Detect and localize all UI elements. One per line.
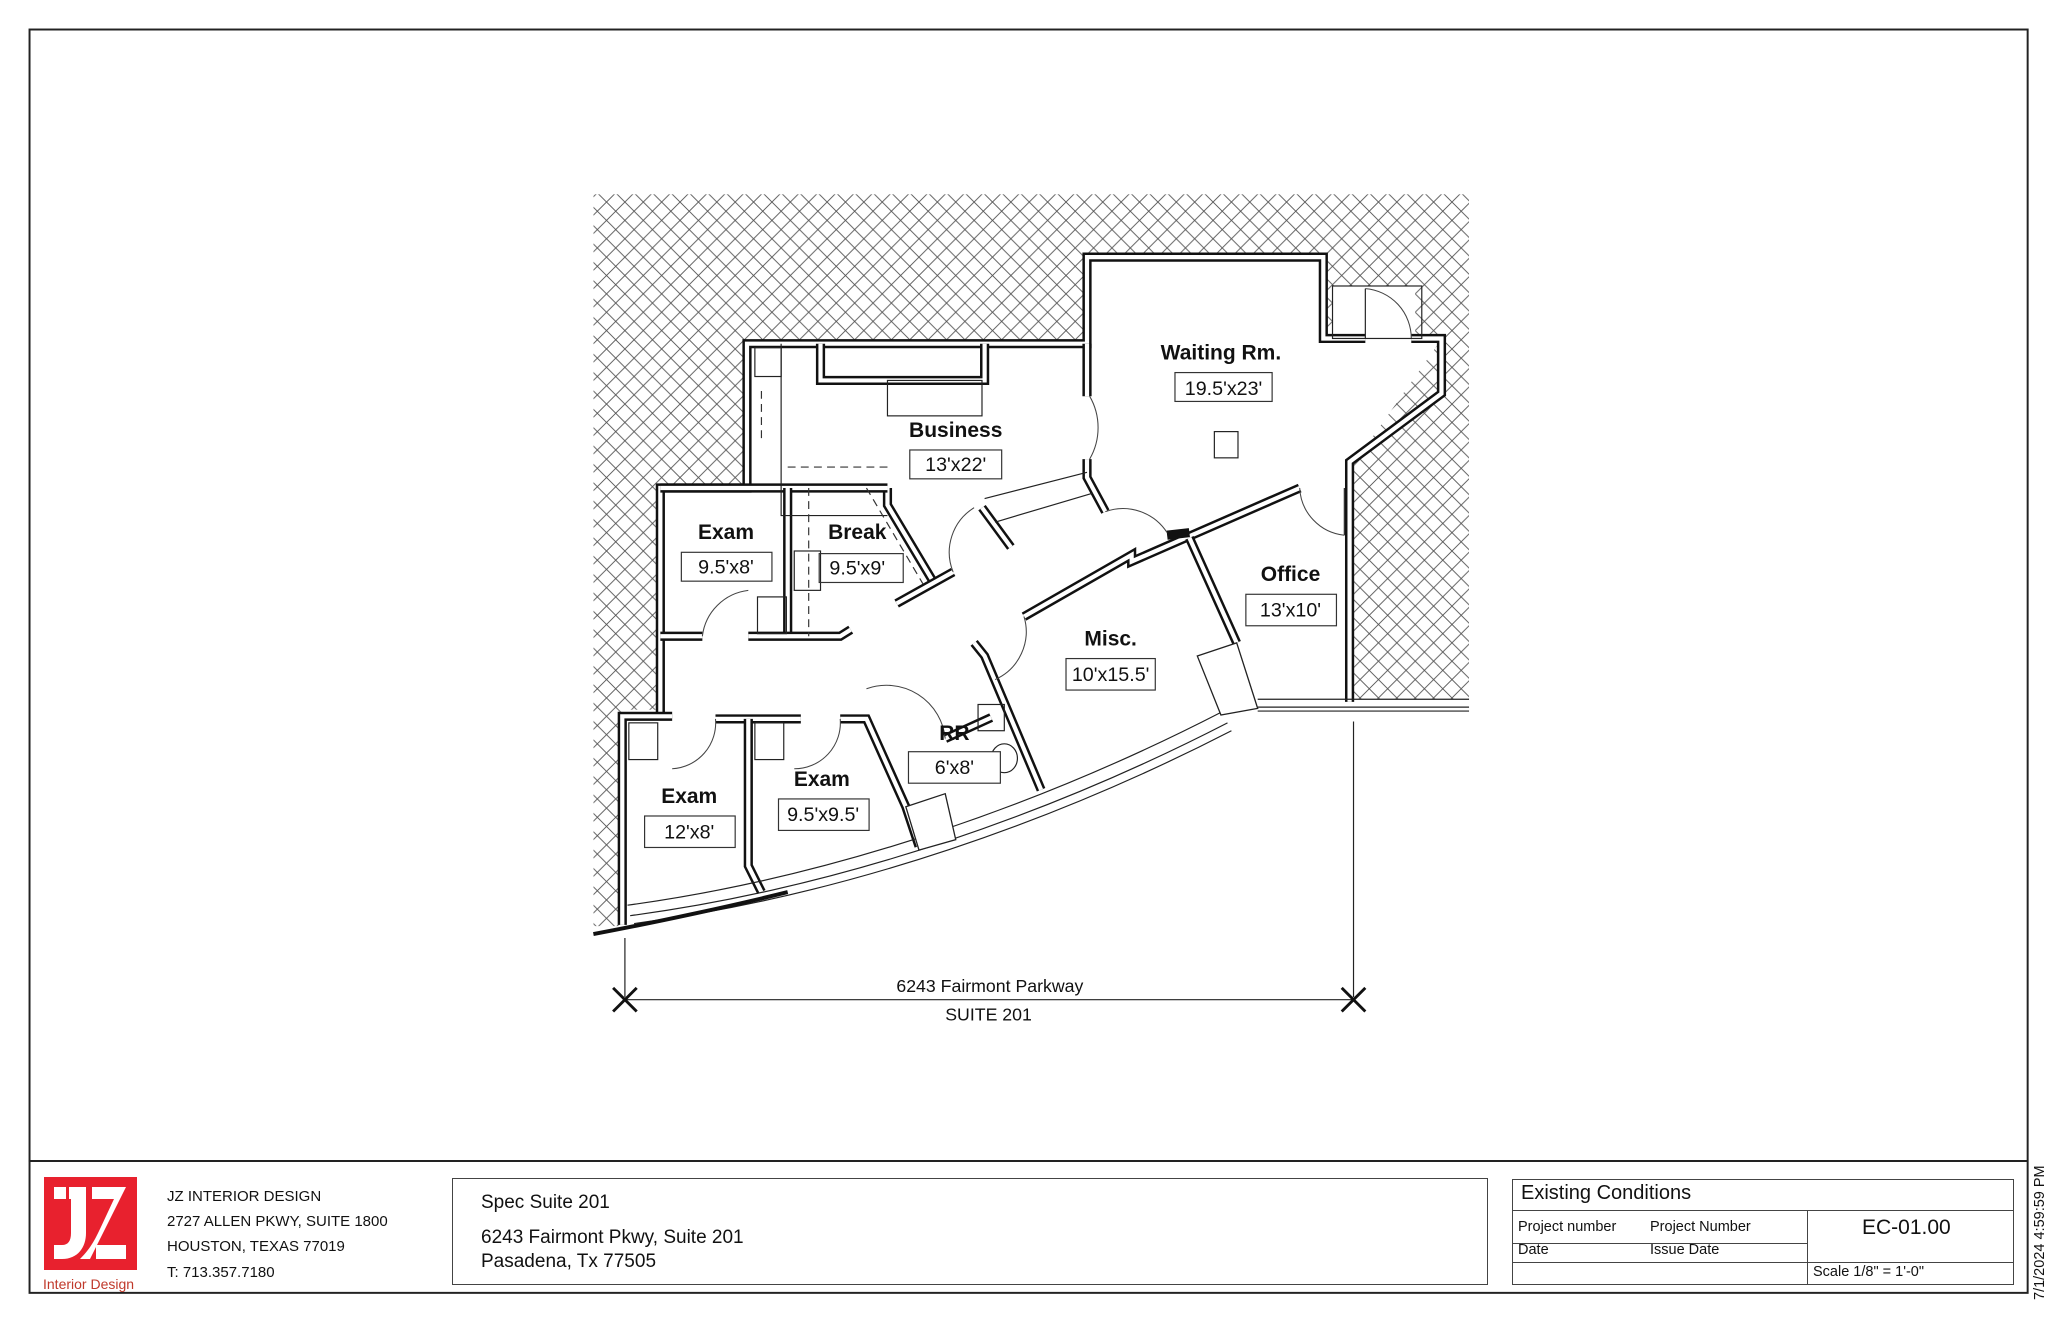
firm-address: 2727 ALLEN PKWY, SUITE 1800: [167, 1213, 388, 1230]
svg-text:Break: Break: [828, 521, 887, 544]
date-value: Issue Date: [1650, 1242, 1720, 1258]
room-waiting: Waiting Rm. 19.5'x23': [1161, 341, 1282, 403]
svg-text:9.5'x9.5': 9.5'x9.5': [787, 804, 859, 826]
logo-caption: Interior Design: [43, 1276, 135, 1292]
svg-text:9.5'x9': 9.5'x9': [829, 558, 885, 580]
divider: [1807, 1210, 1808, 1284]
svg-text:Business: Business: [909, 419, 1002, 442]
dimension-line: [612, 721, 1367, 1013]
svg-text:Exam: Exam: [661, 785, 717, 808]
project-number-label: Project number: [1518, 1219, 1617, 1235]
svg-text:19.5'x23': 19.5'x23': [1185, 378, 1263, 400]
project-address-line2: Pasadena, Tx 77505: [481, 1251, 657, 1272]
sheet-title: Existing Conditions: [1521, 1182, 1692, 1204]
room-break: Break 9.5'x9': [818, 521, 904, 584]
project-number-value: Project Number: [1650, 1219, 1751, 1235]
project-name: Spec Suite 201: [481, 1192, 610, 1213]
svg-text:Exam: Exam: [698, 521, 754, 544]
project-address-line1: 6243 Fairmont Pkwy, Suite 201: [481, 1227, 744, 1248]
street-label: 6243 Fairmont Parkway: [896, 976, 1083, 996]
sheet-number: EC-01.00: [1862, 1216, 1951, 1239]
svg-text:9.5'x8': 9.5'x8': [698, 556, 754, 578]
firm-phone: T: 713.357.7180: [167, 1264, 275, 1281]
room-rr: RR 6'x8': [907, 722, 1001, 784]
svg-text:RR: RR: [939, 722, 969, 745]
sheet-border: [28, 28, 2029, 1294]
room-misc: Misc. 10'x15.5': [1065, 627, 1156, 691]
divider: [1512, 1210, 2013, 1211]
svg-text:13'x22': 13'x22': [925, 454, 986, 476]
firm-city: HOUSTON, TEXAS 77019: [167, 1238, 345, 1255]
svg-text:12'x8': 12'x8': [664, 821, 714, 843]
svg-text:10'x15.5': 10'x15.5': [1072, 664, 1150, 686]
svg-text:Waiting Rm.: Waiting Rm.: [1161, 341, 1282, 364]
firm-logo: [44, 1177, 137, 1270]
firm-name: JZ INTERIOR DESIGN: [167, 1188, 322, 1205]
storefront-glazing: [593, 641, 1470, 936]
room-office: Office 13'x10': [1245, 563, 1338, 627]
svg-text:Misc.: Misc.: [1084, 627, 1137, 650]
room-exam-1: Exam 9.5'x8': [680, 521, 773, 582]
room-exam-3: Exam 9.5'x9.5': [777, 768, 870, 832]
svg-text:6'x8': 6'x8': [935, 757, 974, 779]
door-swings: [672, 285, 1423, 770]
plot-timestamp: 7/1/2024 4:59:59 PM: [2032, 1165, 2048, 1300]
jz-logo-icon: [54, 1187, 126, 1259]
svg-text:Exam: Exam: [794, 768, 850, 791]
room-business: Business 13'x22': [909, 419, 1002, 480]
walls: [617, 252, 1447, 925]
scale-label: Scale 1/8" = 1'-0": [1813, 1264, 1925, 1280]
date-label: Date: [1518, 1242, 1549, 1258]
fixtures: [628, 343, 1239, 774]
divider: [1512, 1243, 1807, 1244]
project-box: [452, 1178, 1488, 1285]
room-exam-2: Exam 12'x8': [644, 785, 736, 849]
suite-label: SUITE 201: [945, 1005, 1032, 1025]
sheet-info-box: [1512, 1179, 2014, 1285]
svg-text:Office: Office: [1261, 563, 1321, 586]
svg-text:13'x10': 13'x10': [1260, 600, 1321, 622]
divider: [1512, 1262, 2013, 1263]
